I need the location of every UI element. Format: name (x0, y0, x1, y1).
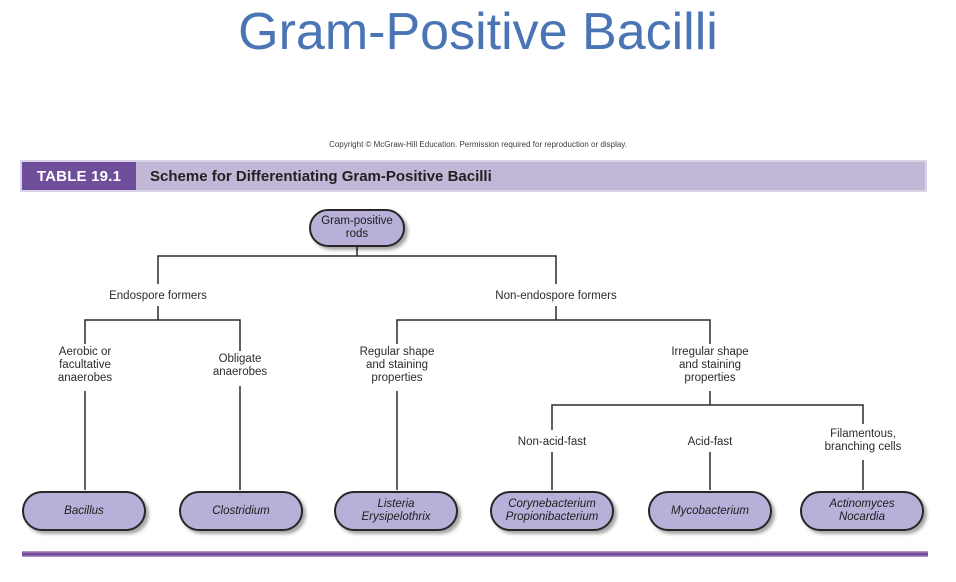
branch-label-non-acid-fast: Non-acid-fast (517, 436, 587, 448)
table-header-bar: TABLE 19.1 Scheme for Differentiating Gr… (20, 160, 927, 192)
leaf-node-corynebacterium-propionibacterium: Corynebacterium Propionibacterium (490, 491, 614, 531)
leaf-node-mycobacterium: Mycobacterium (648, 491, 772, 531)
branch-label-non-endospore-formers: Non-endospore formers (495, 290, 617, 302)
leaf-node-bacillus: Bacillus (22, 491, 146, 531)
branch-label-endospore-formers: Endospore formers (109, 290, 207, 302)
branch-label-acid-fast: Acid-fast (687, 436, 733, 448)
copyright-notice: Copyright © McGraw-Hill Education. Permi… (329, 140, 627, 149)
page-title: Gram-Positive Bacilli (238, 3, 718, 61)
branch-label-irregular-shape: Irregular shape and staining properties (671, 346, 749, 384)
branch-label-obligate-anaerobes: Obligate anaerobes (212, 353, 268, 378)
branch-label-filamentous: Filamentous, branching cells (824, 428, 902, 453)
branch-label-aerobic-facultative: Aerobic or facultative anaerobes (57, 346, 113, 384)
leaf-node-listeria-erysipelothrix: Listeria Erysipelothrix (334, 491, 458, 531)
flowchart-root-node: Gram-positive rods (309, 209, 405, 247)
table-caption: Scheme for Differentiating Gram-Positive… (150, 167, 492, 185)
leaf-node-clostridium: Clostridium (179, 491, 303, 531)
leaf-node-actinomyces-nocardia: Actinomyces Nocardia (800, 491, 924, 531)
branch-label-regular-shape: Regular shape and staining properties (359, 346, 435, 384)
bottom-divider-rule (22, 551, 928, 557)
table-number-tag: TABLE 19.1 (22, 162, 136, 190)
